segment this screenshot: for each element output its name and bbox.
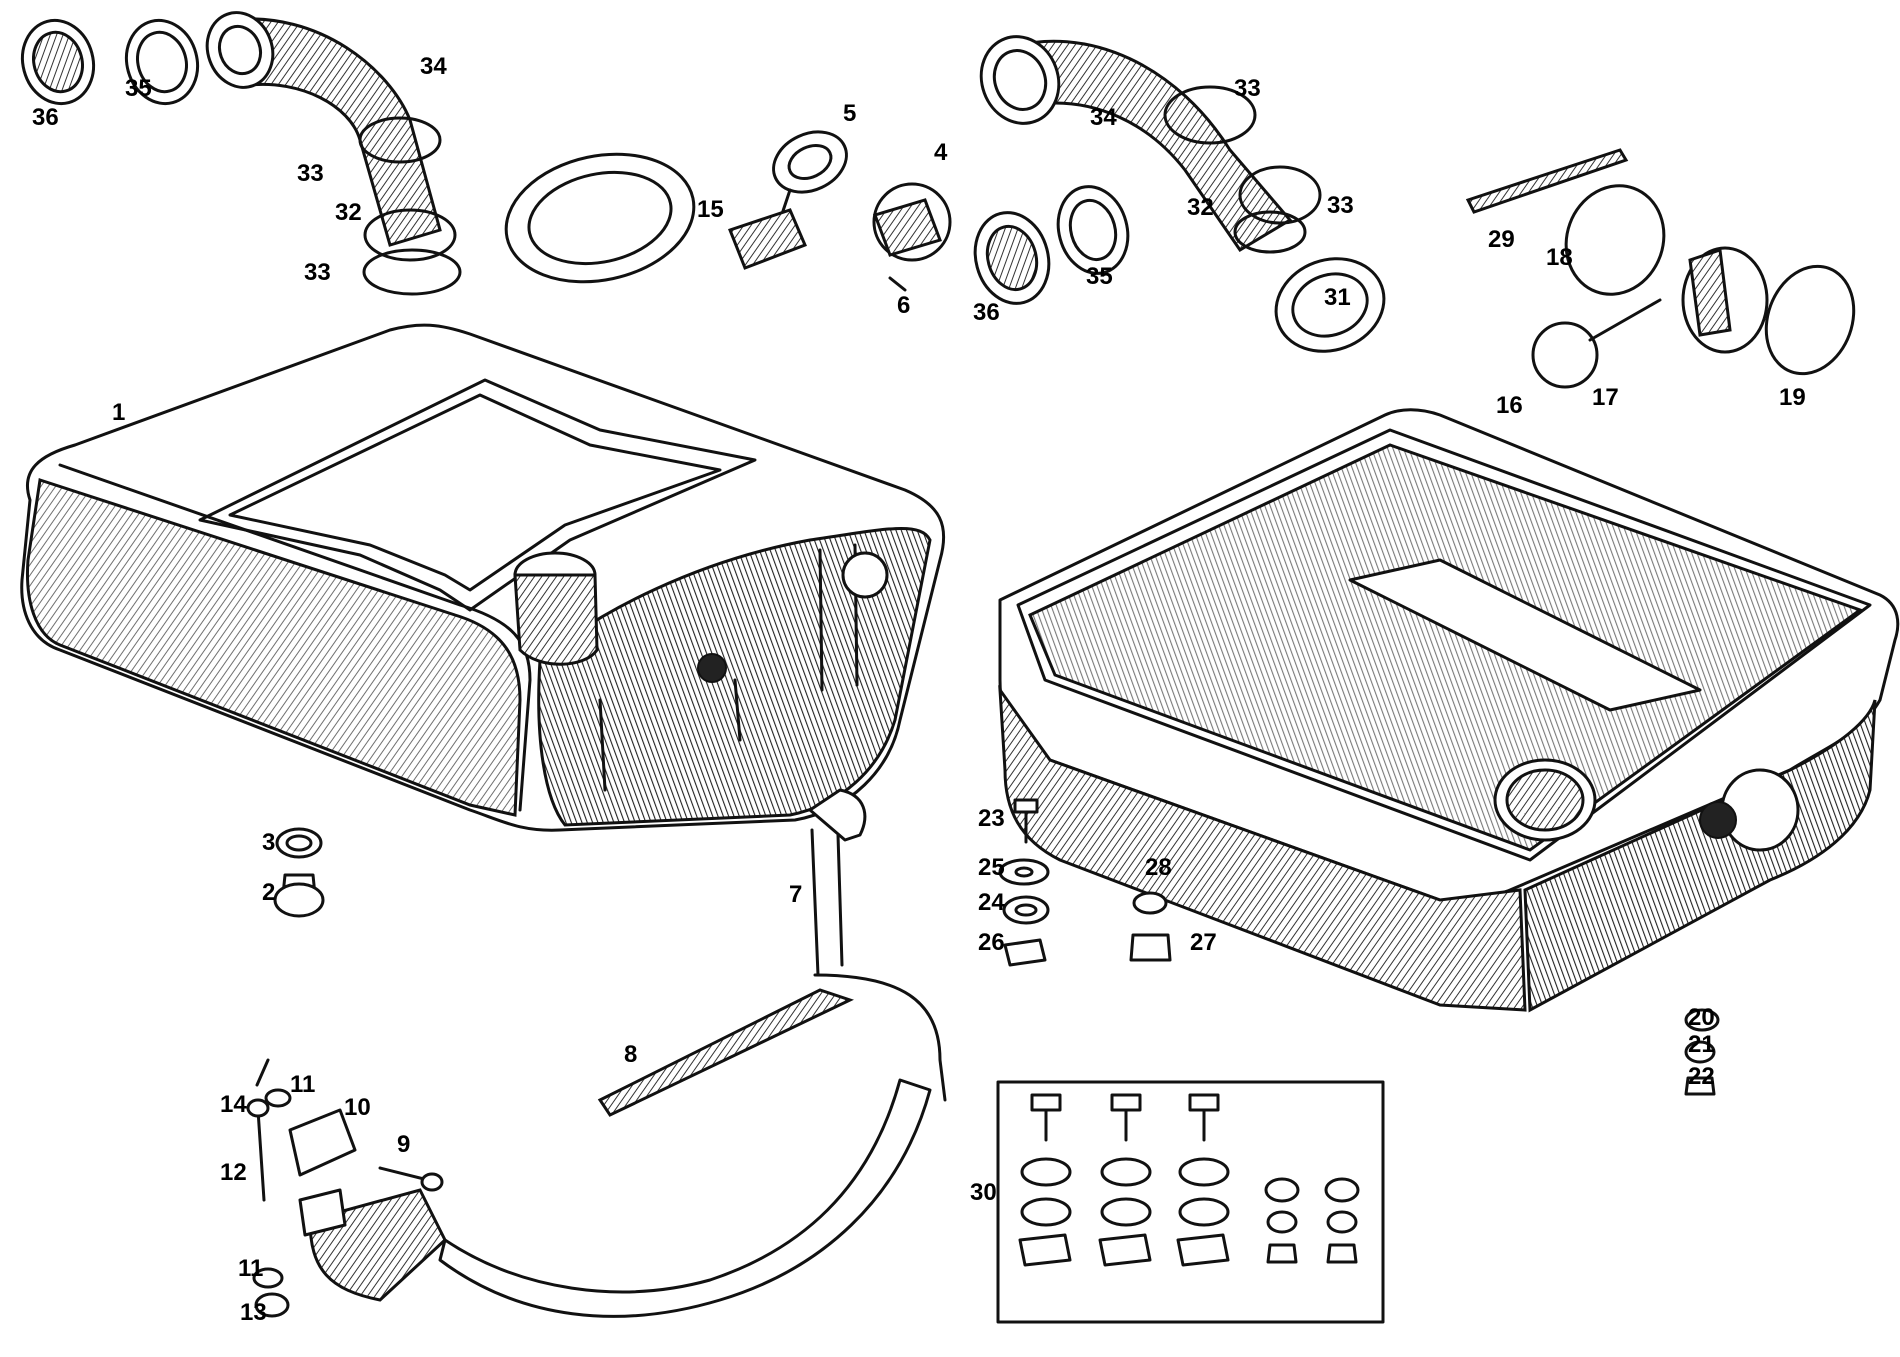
callout-label-19: 19 <box>1779 384 1806 411</box>
kit-column-4 <box>1264 1177 1300 1264</box>
kit-column-1 <box>1018 1093 1072 1267</box>
callout-label-25: 25 <box>978 854 1005 881</box>
callout-label-15: 15 <box>697 196 724 223</box>
callout-label-7: 7 <box>789 881 802 908</box>
fuel-tank-right <box>998 408 1900 1013</box>
callout-label-33: 33 <box>297 160 324 187</box>
callout-label-18: 18 <box>1546 244 1573 271</box>
callout-label-4: 4 <box>934 139 948 166</box>
callout-label-13: 13 <box>240 1299 267 1326</box>
callout-label-1: 1 <box>112 399 125 426</box>
callout-label-35: 35 <box>125 75 152 102</box>
callout-label-12: 12 <box>220 1159 247 1186</box>
callout-label-26: 26 <box>978 929 1005 956</box>
callout-label-20: 20 <box>1688 1004 1715 1031</box>
callout-label-33: 33 <box>304 259 331 286</box>
callout-label-32: 32 <box>1187 194 1214 221</box>
callout-label-5: 5 <box>843 100 856 127</box>
callout-label-28: 28 <box>1145 854 1172 881</box>
kit-column-2 <box>1098 1093 1152 1267</box>
fixing-kit-box <box>996 1080 1385 1324</box>
callout-label-9: 9 <box>397 1131 410 1158</box>
callout-label-34: 34 <box>420 53 447 80</box>
kit-column-5 <box>1324 1177 1360 1264</box>
callout-label-6: 6 <box>897 292 910 319</box>
washers-nuts-right <box>1684 1008 1720 1096</box>
callout-label-23: 23 <box>978 805 1005 832</box>
callout-label-29: 29 <box>1488 226 1515 253</box>
sender-unit-right <box>1465 148 1856 389</box>
callout-label-24: 24 <box>978 889 1005 916</box>
callout-label-16: 16 <box>1496 392 1523 419</box>
callout-label-33: 33 <box>1327 192 1354 219</box>
kit-column-3 <box>1176 1093 1230 1267</box>
mounting-hardware-center <box>998 798 1172 967</box>
fuel-tank-left <box>20 323 946 832</box>
callout-label-33: 33 <box>1234 75 1261 102</box>
callout-label-2: 2 <box>262 879 275 906</box>
seal-ring-15 <box>504 152 696 284</box>
callout-label-11: 11 <box>290 1071 315 1098</box>
callout-label-10: 10 <box>344 1094 371 1121</box>
callout-label-21: 21 <box>1688 1031 1715 1058</box>
drain-plug-and-washer <box>273 827 325 918</box>
callout-label-35: 35 <box>1086 263 1113 290</box>
callout-label-22: 22 <box>1688 1063 1715 1090</box>
filler-hose-right <box>973 35 1386 353</box>
callout-label-30: 30 <box>970 1179 997 1206</box>
gauge-sender-unit <box>728 130 952 292</box>
callout-label-3: 3 <box>262 829 275 856</box>
callout-label-36: 36 <box>973 299 1000 326</box>
callout-label-34: 34 <box>1090 104 1117 131</box>
tank-strap-assembly <box>246 788 947 1318</box>
callout-label-36: 36 <box>32 104 59 131</box>
callout-label-27: 27 <box>1190 929 1217 956</box>
callout-label-17: 17 <box>1592 384 1619 411</box>
filler-hose-left <box>20 11 462 296</box>
callout-label-11: 11 <box>238 1255 263 1282</box>
callout-label-32: 32 <box>335 199 362 226</box>
callout-label-14: 14 <box>220 1091 247 1118</box>
callout-label-31: 31 <box>1324 284 1351 311</box>
callout-label-8: 8 <box>624 1041 637 1068</box>
